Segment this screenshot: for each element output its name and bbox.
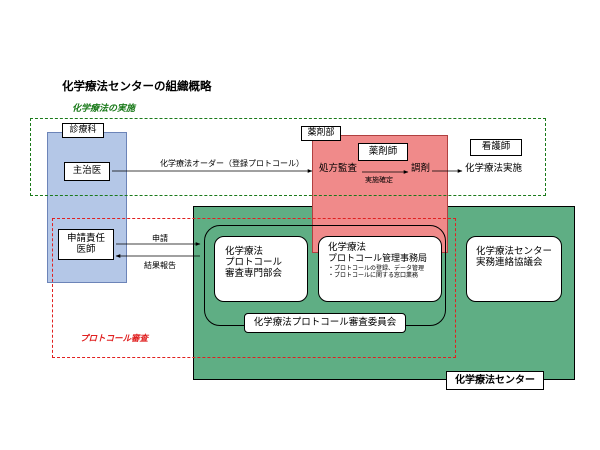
protocol-office-box: 化学療法 プロトコール管理事務局 ・プロトコールの登録、データ管理 ・プロトコー…: [318, 236, 442, 302]
pharmacist-box: 薬剤師: [358, 143, 408, 161]
expert-subcommittee-box: 化学療法 プロトコール 審査専門部会: [214, 236, 308, 302]
protocol-office-bullet1: ・プロトコールの登録、データ管理: [328, 265, 425, 273]
protocol-office-bullet2: ・プロトコールに関する窓口業務: [328, 272, 419, 280]
implementation-region: [30, 118, 546, 196]
clinic-label: 診療科: [62, 123, 104, 138]
chemo-center-label: 化学療法センター: [446, 371, 544, 390]
applicant-doctor-line1: 申請責任: [66, 232, 105, 244]
liaison-council-line2: 実務連絡協議会: [476, 256, 543, 268]
pharmacy-label: 薬剤部: [301, 126, 341, 141]
implementation-confirm-label: 実施確定: [365, 176, 393, 184]
nurse-box: 看護師: [470, 139, 522, 156]
diagram-title: 化学療法センターの組織概略: [62, 79, 212, 93]
protocol-office-line1: 化学療法: [328, 242, 367, 253]
liaison-council-box: 化学療法センター 実務連絡協議会: [466, 236, 562, 302]
review-committee-label: 化学療法プロトコール審査委員会: [244, 313, 406, 333]
expert-subcommittee-line2: プロトコール: [225, 256, 283, 268]
dispensing-label: 調剤: [411, 163, 431, 174]
result-report-label: 結果報告: [144, 261, 176, 270]
expert-subcommittee-line1: 化学療法: [225, 246, 264, 257]
applicant-doctor-line2: 医師: [76, 243, 96, 255]
prescription-audit-label: 処方監査: [319, 163, 358, 174]
attending-doctor-box: 主治医: [64, 162, 110, 181]
chemo-implementation-label: 化学療法実施: [465, 163, 523, 174]
expert-subcommittee-line3: 審査専門部会: [225, 267, 283, 279]
implementation-label: 化学療法の実施: [72, 104, 136, 114]
liaison-council-line1: 化学療法センター: [476, 246, 553, 257]
protocol-review-label: プロトコール審査: [80, 334, 149, 344]
protocol-office-line2: プロトコール管理事務局: [328, 253, 428, 264]
applicant-doctor-box: 申請責任 医師: [58, 229, 114, 260]
apply-label: 申請: [152, 234, 168, 243]
order-label: 化学療法オーダー（登録プロトコール）: [160, 159, 304, 168]
protocol-review-region: [52, 218, 456, 358]
